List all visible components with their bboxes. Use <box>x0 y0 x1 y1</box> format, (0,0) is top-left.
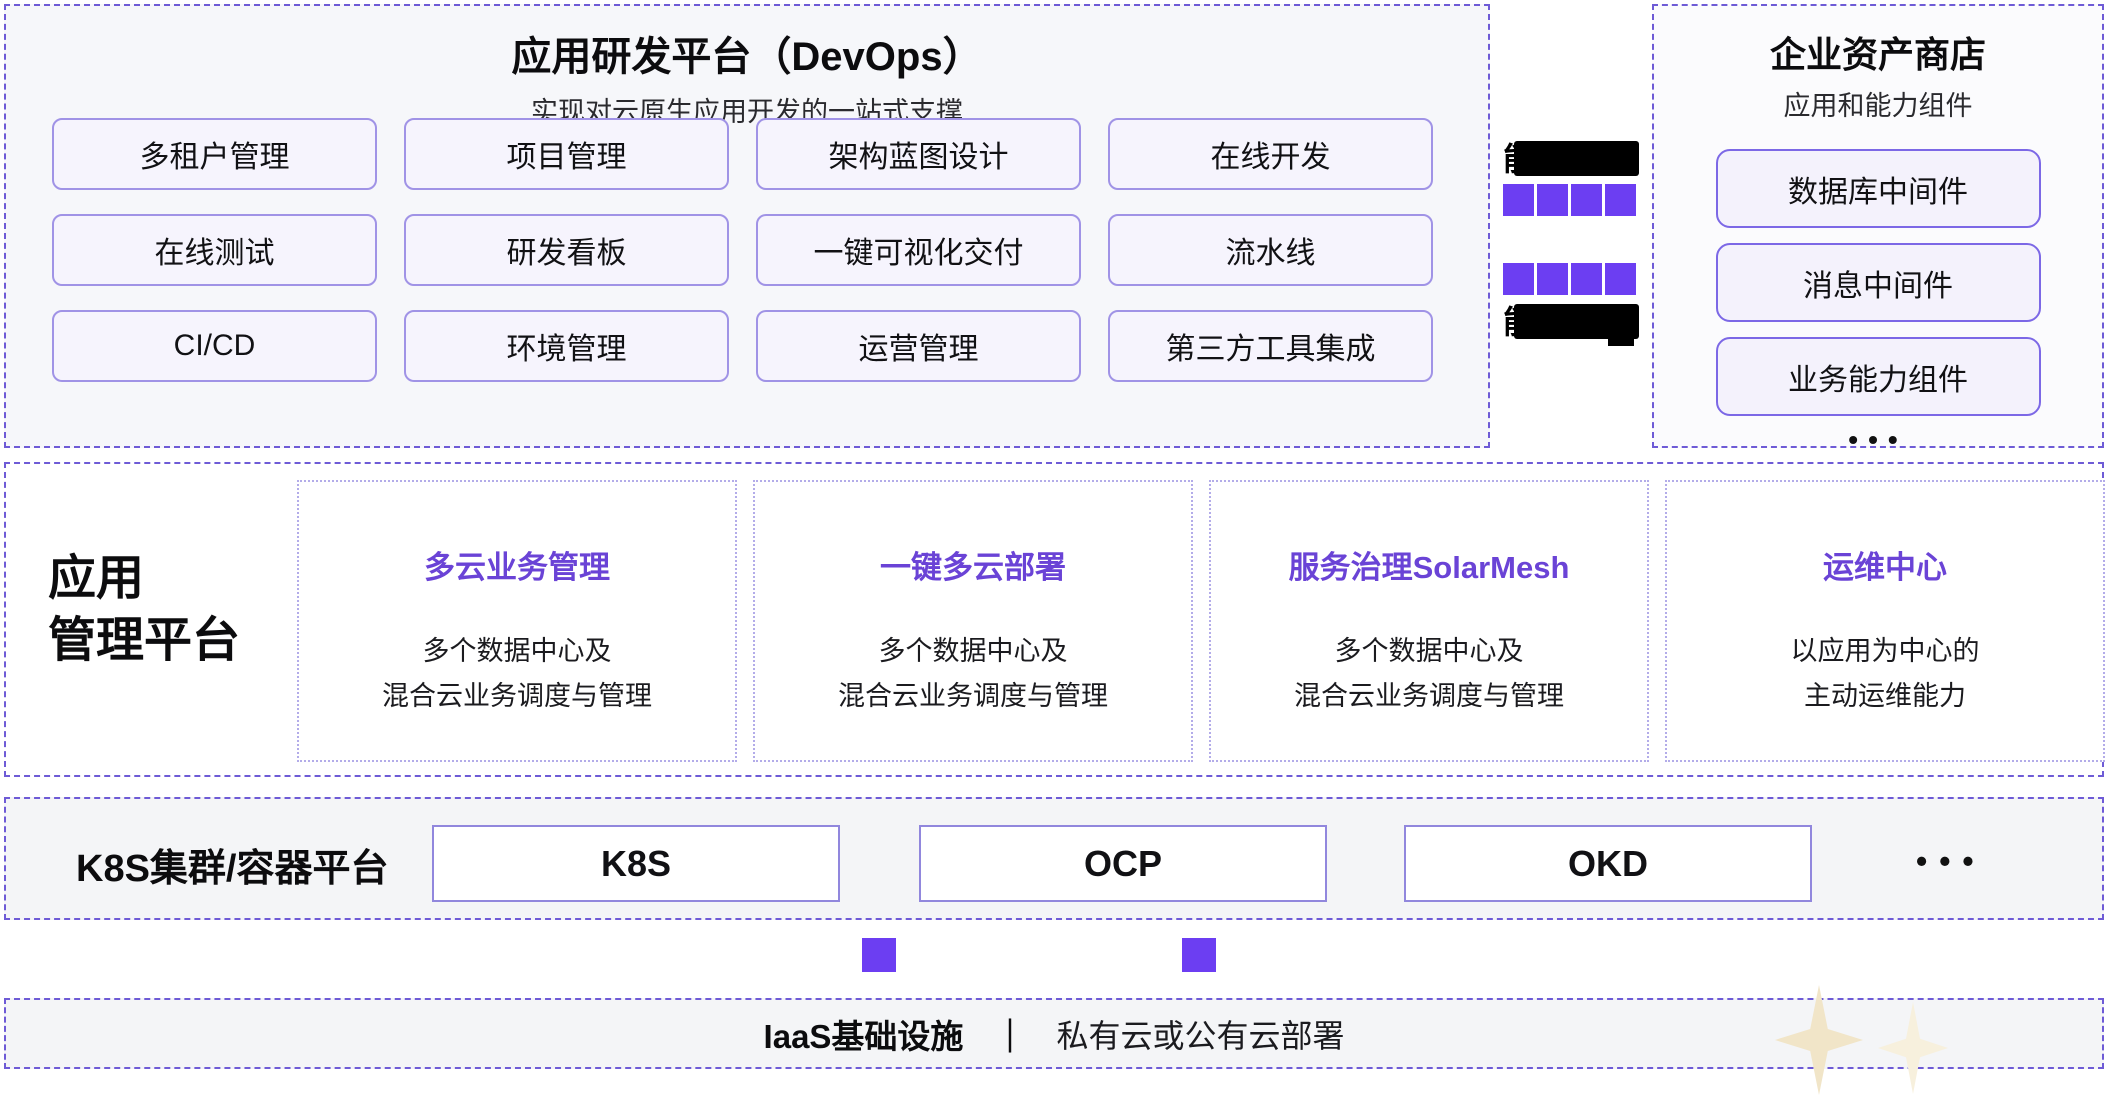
asset-item: 业务能力组件 <box>1715 337 2041 416</box>
app-management-label-line2: 管理平台 <box>48 614 241 668</box>
iaas-separator: ｜ <box>993 1017 1027 1055</box>
devops-feature: 运营管理 <box>756 310 1081 382</box>
k8s-cluster-band: K8S集群/容器平台 K8S OCP OKD ••• <box>4 797 2104 920</box>
ocp-box: OCP <box>919 825 1327 902</box>
app-card-title: 一键多云部署 <box>880 550 1066 585</box>
app-card-desc-line: 混合云业务调度与管理 <box>382 680 652 711</box>
connector-square <box>862 938 896 972</box>
flow-square <box>1605 263 1636 295</box>
asset-store-subtitle: 应用和能力组件 <box>1783 91 1973 121</box>
flow-square <box>1571 263 1602 295</box>
k8s-more-ellipsis: ••• <box>1916 843 1986 879</box>
capability-bar-fragment: 能 <box>1503 304 1536 340</box>
app-card-title: 服务治理SolarMesh <box>1288 550 1570 585</box>
capability-redacted-bar-bottom: 能 <box>1503 304 1639 346</box>
iaas-label: IaaS基础设施 <box>763 1017 964 1055</box>
app-card-title: 多云业务管理 <box>424 550 610 585</box>
iaas-band: IaaS基础设施 ｜ 私有云或公有云部署 <box>4 998 2104 1069</box>
app-card-desc-line: 多个数据中心及 <box>878 636 1068 666</box>
devops-feature: 架构蓝图设计 <box>756 118 1081 190</box>
capability-redacted-bar-top: 能 <box>1503 141 1639 177</box>
app-card-description: 多个数据中心及 混合云业务调度与管理 <box>1294 629 1564 718</box>
devops-feature: 在线开发 <box>1108 118 1433 190</box>
iaas-description: 私有云或公有云部署 <box>1056 1017 1345 1054</box>
k8s-box: K8S <box>432 825 840 902</box>
flow-square <box>1537 263 1568 295</box>
app-card-desc-line: 多个数据中心及 <box>1334 636 1524 666</box>
devops-feature: 环境管理 <box>404 310 729 382</box>
app-card-description: 多个数据中心及 混合云业务调度与管理 <box>382 629 652 718</box>
devops-feature: 在线测试 <box>52 214 377 286</box>
asset-item: 数据库中间件 <box>1715 149 2041 228</box>
devops-feature-grid: 多租户管理 项目管理 架构蓝图设计 在线开发 在线测试 研发看板 一键可视化交付… <box>52 118 1433 382</box>
app-card-desc-line: 以应用为中心的 <box>1790 636 1980 666</box>
app-card-ops-center: 运维中心 以应用为中心的 主动运维能力 <box>1665 480 2105 762</box>
devops-feature: CI/CD <box>52 310 377 382</box>
app-card-one-click-deploy: 一键多云部署 多个数据中心及 混合云业务调度与管理 <box>753 480 1193 762</box>
flow-square <box>1503 263 1534 295</box>
devops-panel-title: 应用研发平台（DevOps） <box>511 35 983 79</box>
asset-more-ellipsis: ••• <box>1848 424 1908 455</box>
flow-square <box>1537 184 1568 216</box>
asset-store-panel: 企业资产商店 应用和能力组件 数据库中间件 消息中间件 业务能力组件 ••• <box>1652 4 2104 455</box>
devops-feature: 第三方工具集成 <box>1108 310 1433 382</box>
devops-feature: 项目管理 <box>404 118 729 190</box>
k8s-band-label: K8S集群/容器平台 <box>76 848 389 890</box>
app-management-label: 应用 管理平台 <box>48 548 240 673</box>
app-management-band: 应用 管理平台 多云业务管理 多个数据中心及 混合云业务调度与管理 一键多云部署… <box>4 462 2105 777</box>
asset-store-title: 企业资产商店 <box>1769 34 1986 75</box>
devops-feature: 多租户管理 <box>52 118 377 190</box>
capability-flow-squares-row1 <box>1503 184 1636 216</box>
app-card-multicloud-business: 多云业务管理 多个数据中心及 混合云业务调度与管理 <box>297 480 737 762</box>
asset-store-items: 数据库中间件 消息中间件 业务能力组件 <box>1654 149 2102 416</box>
app-card-desc-line: 混合云业务调度与管理 <box>1294 680 1564 711</box>
app-management-label-line1: 应用 <box>48 552 145 605</box>
app-management-cards: 多云业务管理 多个数据中心及 混合云业务调度与管理 一键多云部署 多个数据中心及… <box>297 480 2105 762</box>
flow-square <box>1571 184 1602 216</box>
app-card-service-governance: 服务治理SolarMesh 多个数据中心及 混合云业务调度与管理 <box>1209 480 1649 762</box>
devops-feature: 流水线 <box>1108 214 1433 286</box>
okd-box: OKD <box>1404 825 1812 902</box>
capability-bar-fragment: 能 <box>1503 141 1536 177</box>
flow-square <box>1503 184 1534 216</box>
asset-item: 消息中间件 <box>1715 243 2041 322</box>
capability-flow-squares-row2 <box>1503 263 1636 295</box>
app-card-description: 以应用为中心的 主动运维能力 <box>1791 629 1980 718</box>
app-card-description: 多个数据中心及 混合云业务调度与管理 <box>838 629 1108 718</box>
app-card-desc-line: 混合云业务调度与管理 <box>838 680 1108 711</box>
app-card-title: 运维中心 <box>1823 550 1947 585</box>
devops-platform-panel: 应用研发平台（DevOps） 实现对云原生应用开发的一站式支撑 多租户管理 项目… <box>4 4 1490 448</box>
app-card-desc-line: 主动运维能力 <box>1804 680 1966 711</box>
connector-square <box>1182 938 1216 972</box>
flow-square <box>1605 184 1636 216</box>
devops-feature: 一键可视化交付 <box>756 214 1081 286</box>
devops-feature: 研发看板 <box>404 214 729 286</box>
app-card-desc-line: 多个数据中心及 <box>422 636 612 666</box>
